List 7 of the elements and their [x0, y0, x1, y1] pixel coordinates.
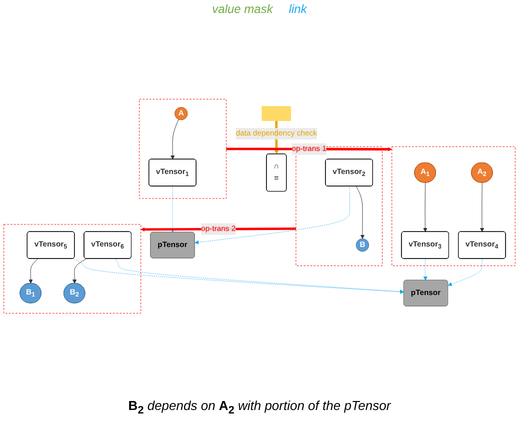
annotation: link: [288, 2, 307, 16]
caption: B$_{2}$ depends on A$_{2}$ with portion of the pTensor: [128, 398, 391, 417]
cluster: [392, 146, 516, 266]
cluster: [4, 224, 142, 314]
node-bar: [262, 106, 292, 121]
cluster: [139, 98, 226, 199]
annotation: value mask: [212, 2, 273, 16]
